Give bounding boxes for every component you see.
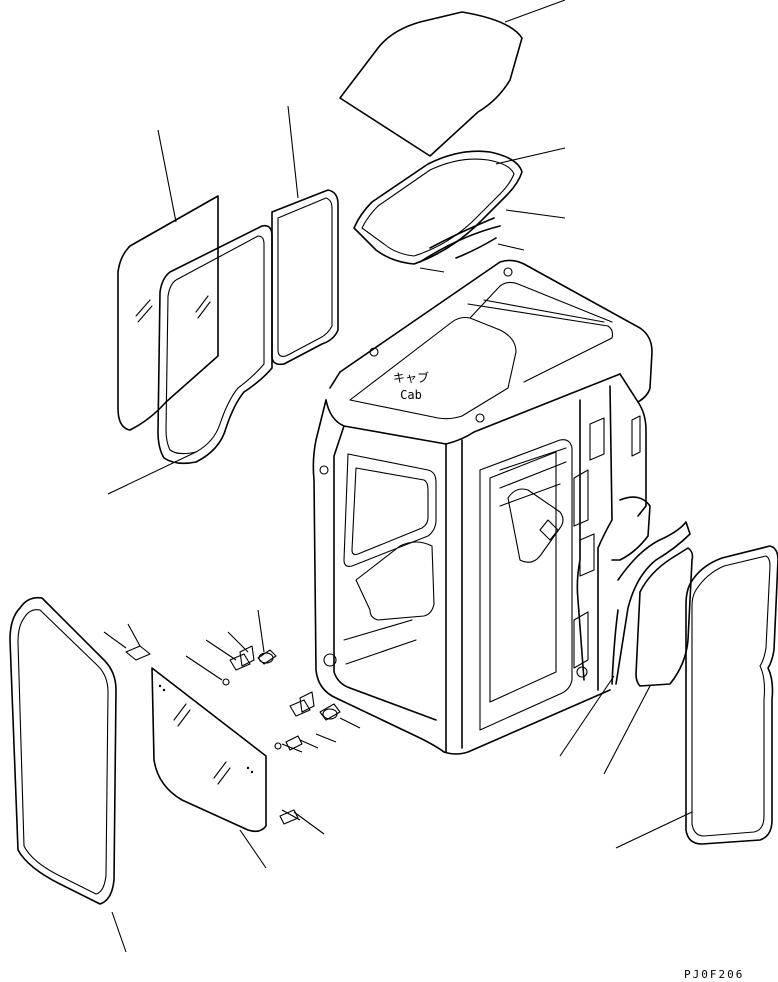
rear-glass xyxy=(603,547,694,775)
roof-glass xyxy=(339,0,566,157)
cab-frame xyxy=(312,259,653,755)
seal-strips xyxy=(419,209,566,273)
door-glass xyxy=(151,667,267,869)
front-glass-seal xyxy=(107,224,273,495)
drawing-code: PJ0F206 xyxy=(684,968,745,981)
rear-strip xyxy=(559,521,691,757)
roof-glass-seal xyxy=(353,147,566,265)
door-seal xyxy=(615,545,778,849)
cab-label-japanese: キャブ xyxy=(392,371,429,385)
front-upper-glass xyxy=(117,129,219,431)
latch-hardware-lower xyxy=(274,691,361,835)
cab-label-english: Cab xyxy=(400,388,422,402)
door-glass-seal xyxy=(9,596,127,953)
latch-hardware-upper xyxy=(103,609,277,686)
front-lower-glass xyxy=(271,105,339,366)
